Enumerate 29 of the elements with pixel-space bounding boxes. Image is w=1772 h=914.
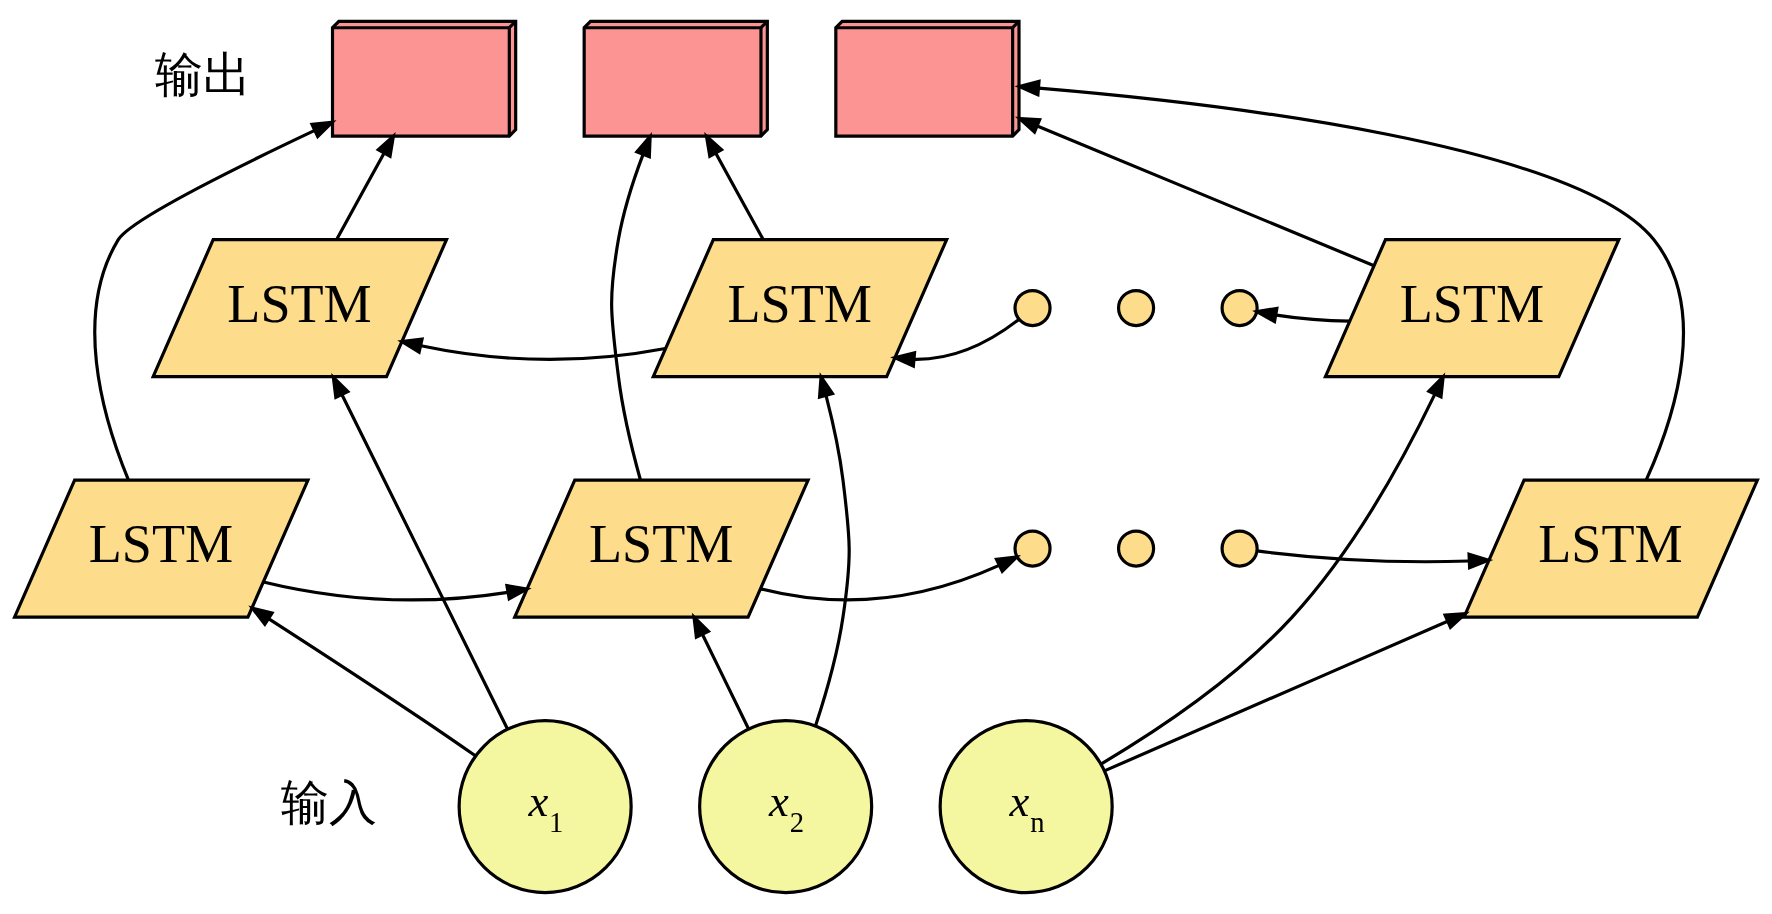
- arrow: [760, 554, 1021, 602]
- node-circle: [1013, 288, 1052, 328]
- arrow: [1100, 372, 1446, 766]
- node-circle: [1013, 529, 1052, 568]
- node-circle: x$_{2}$: [698, 719, 874, 895]
- label: 输出: [154, 46, 251, 102]
- arrow: [814, 372, 851, 727]
- node-circle: x$_{1}$: [457, 719, 633, 895]
- arrow: [335, 132, 396, 240]
- node-circle: [1116, 288, 1156, 328]
- arrow: [890, 318, 1020, 369]
- node-circle: [1220, 288, 1259, 328]
- arrow: [1252, 306, 1350, 325]
- arrow: [1104, 611, 1470, 773]
- arrow: [1014, 79, 1685, 481]
- node-circle: [1116, 529, 1156, 568]
- arrow: [704, 132, 765, 240]
- label: 输入: [280, 774, 377, 830]
- arrow: [1014, 116, 1375, 267]
- arrow: [263, 580, 532, 602]
- arrow: [331, 373, 509, 730]
- arrow: [610, 132, 652, 481]
- node-circle: x$_{n}$: [938, 719, 1114, 895]
- arrow: [397, 337, 666, 361]
- arrow: [691, 612, 750, 730]
- node-circle: [1220, 529, 1259, 568]
- arrow: [1256, 549, 1494, 570]
- arrow: [93, 120, 337, 481]
- arrow: [248, 605, 476, 757]
